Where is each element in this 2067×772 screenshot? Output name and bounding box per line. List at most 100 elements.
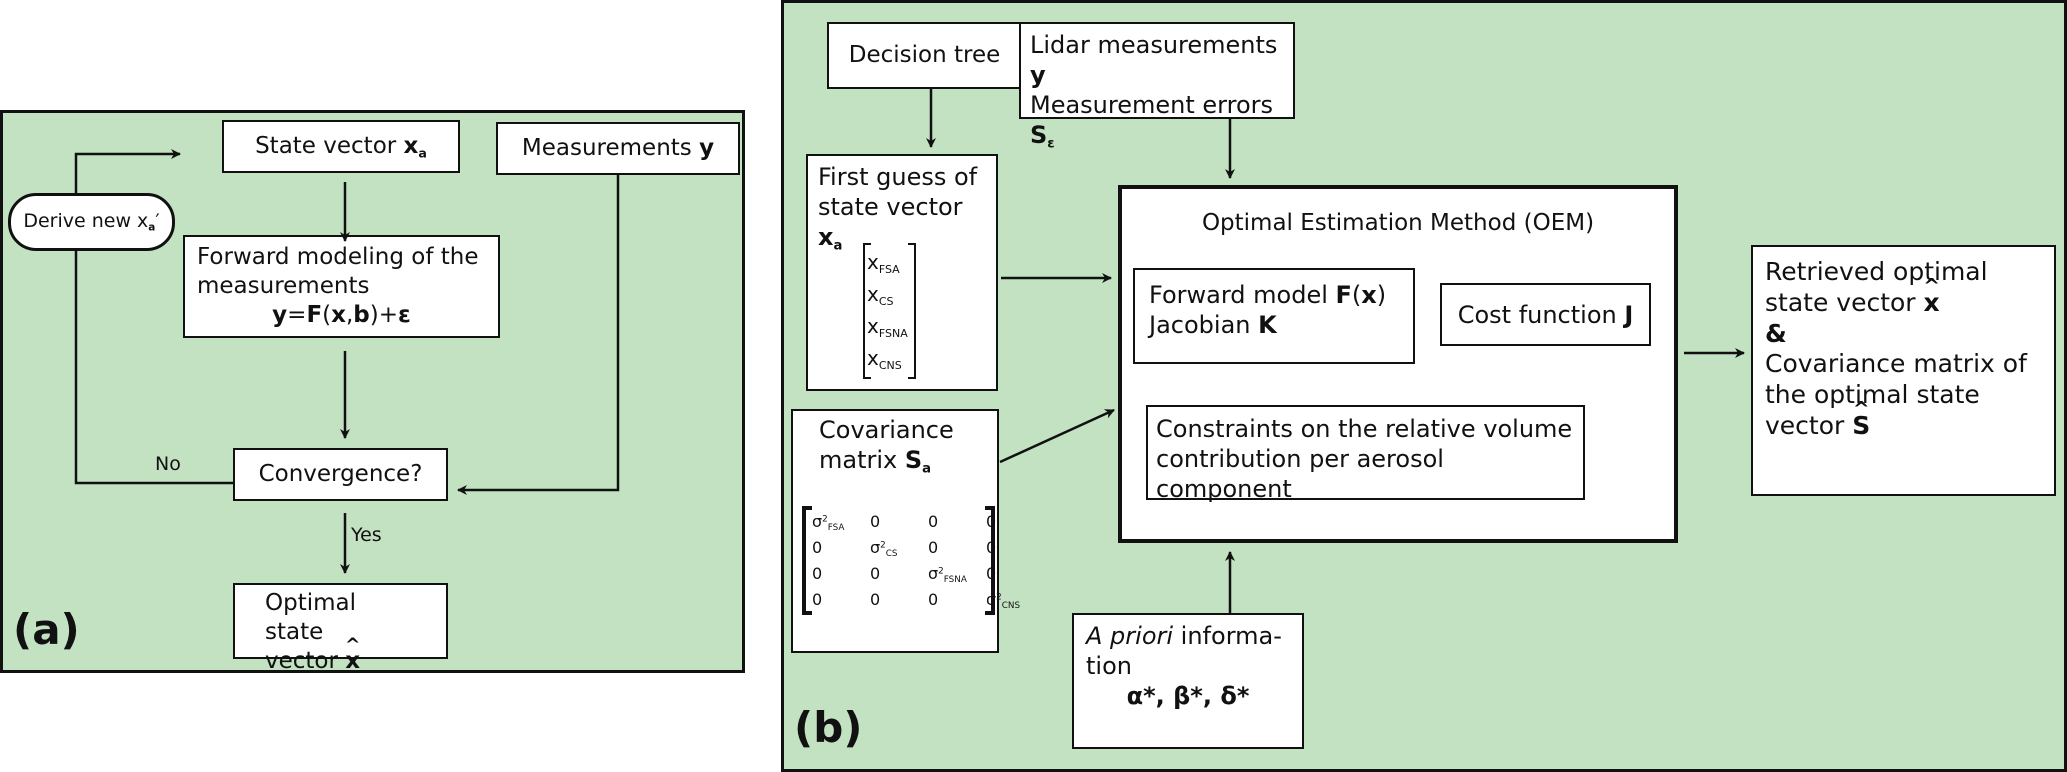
matrix-cell: 0	[870, 563, 881, 583]
yes-label: Yes	[351, 524, 382, 546]
vector-entry: xFSNA	[867, 310, 908, 342]
measurements-box: Measurements y	[496, 122, 740, 175]
vector-entry-subscript: CNS	[878, 358, 902, 372]
cost-function-symbol: J	[1624, 300, 1634, 329]
vector-entry-base: x	[867, 250, 879, 274]
eq-comma: ,	[345, 301, 354, 328]
matrix-row: 0 0 σ2FSNA 0	[812, 560, 1044, 586]
matrix-cell: 0	[928, 589, 939, 609]
vector-entry-subscript: FSA	[878, 262, 900, 276]
derive-new-subscript: a	[148, 221, 156, 234]
retrieved-line3: Covariance matrix of	[1765, 349, 2027, 379]
first-guess-symbol: x	[818, 223, 834, 251]
matrix-cell: σ2FSA	[812, 511, 845, 533]
forward-modeling-box: Forward modeling of the measurements y=F…	[183, 235, 500, 338]
eq-b: b	[353, 301, 370, 328]
derive-new-terminal: Derive new xa′	[8, 193, 175, 251]
a-priori-symbols: α*, β*, δ*	[1126, 682, 1250, 710]
no-label: No	[155, 453, 181, 475]
fm-open: (	[1351, 281, 1362, 309]
first-guess-line2: state vector	[818, 193, 963, 221]
convergence-box: Convergence?	[233, 448, 448, 501]
first-guess-box: First guess of state vector xa	[806, 154, 998, 391]
retrieved-line5: vector	[1765, 410, 1853, 440]
forward-modeling-line1: Forward modeling of the	[197, 244, 479, 270]
lidar-label: Lidar measurements	[1030, 31, 1278, 59]
lidar-measurements-box: Lidar measurements y Measurement errors …	[1019, 22, 1295, 151]
matrix-cell: σ2FSNA	[928, 563, 967, 585]
fm-close: )	[1376, 281, 1387, 309]
measurement-errors-symbol: S	[1030, 121, 1048, 149]
vector-entry: xFSA	[867, 246, 908, 278]
measurement-errors-subscript: ε	[1047, 136, 1055, 152]
matrix-cell: 0	[870, 589, 881, 609]
matrix-cell: σ2CS	[870, 537, 898, 559]
covariance-symbol: S	[904, 446, 923, 474]
eq-equals: =	[287, 301, 307, 328]
eq-y: y	[272, 301, 288, 328]
optimal-state-box: Optimal state vector x	[233, 583, 448, 674]
jacobian-label: Jacobian	[1149, 311, 1259, 339]
forward-modeling-line2: measurements	[197, 272, 370, 299]
retrieved-S-hat: S	[1852, 411, 1870, 442]
matrix-cell: 0	[812, 563, 823, 583]
vector-bracket-right	[908, 243, 916, 379]
vector-entry-base: x	[867, 282, 879, 306]
constraints-line1: Constraints on the relative volume	[1156, 415, 1573, 443]
vector-bracket-left	[863, 243, 871, 379]
cost-function-label: Cost function	[1457, 300, 1625, 329]
covariance-box: Covariance matrix Sa	[791, 409, 999, 653]
covariance-line1: Covariance	[819, 416, 954, 444]
constraints-box: Constraints on the relative volume contr…	[1146, 405, 1585, 503]
matrix-bracket-left	[802, 506, 812, 615]
matrix-row: 0 0 0 σ2CNS	[812, 586, 1044, 612]
retrieved-x-hat: x	[1924, 288, 1940, 319]
oem-title: Optimal Estimation Method (OEM)	[1201, 210, 1595, 236]
forward-model-box: Forward model F(x) Jacobian K	[1133, 268, 1415, 364]
matrix-cell: 0	[928, 511, 939, 531]
derive-new-prime: ′	[155, 210, 160, 233]
vector-entry: xCS	[867, 278, 908, 310]
retrieved-line2: state vector	[1765, 287, 1924, 317]
matrix-cell: 0	[812, 589, 823, 609]
covariance-subscript: a	[922, 461, 932, 477]
eq-open: (	[322, 301, 332, 328]
decision-tree-label: Decision tree	[848, 42, 1001, 69]
matrix-cell: 0	[986, 537, 997, 557]
retrieved-line4: the optimal state	[1765, 380, 1980, 409]
forward-model-F: F	[1335, 281, 1352, 309]
eq-F: F	[306, 301, 323, 328]
a-priori-line2: tion	[1086, 652, 1132, 680]
jacobian-symbol: K	[1258, 311, 1277, 339]
state-vector-label: State vector	[255, 133, 404, 160]
vector-entry-base: x	[867, 314, 879, 338]
cost-function-box: Cost function J	[1440, 283, 1651, 346]
eq-epsilon: ε	[398, 301, 411, 328]
first-guess-line1: First guess of	[818, 163, 978, 191]
constraints-line2: contribution per aerosol component	[1156, 445, 1444, 503]
retrieved-box: Retrieved optimal state vector x & Covar…	[1751, 245, 2056, 496]
decision-tree-box: Decision tree	[827, 22, 1022, 89]
matrix-cell: 0	[986, 563, 997, 583]
panel-a-label: (a)	[13, 605, 80, 654]
matrix-cell: 0	[986, 511, 997, 531]
measurements-label: Measurements	[521, 135, 700, 162]
ampersand: &	[1765, 318, 1787, 348]
derive-new-label: Derive new x	[23, 210, 149, 233]
vector-entry-subscript: CS	[878, 294, 894, 308]
vector-entry-base: x	[867, 346, 879, 370]
eq-close: )+	[369, 301, 399, 328]
state-vector-box: State vector xa	[222, 120, 460, 173]
measurement-errors-label: Measurement errors	[1030, 91, 1273, 119]
matrix-cell: 0	[812, 537, 823, 557]
optimal-state-line1: Optimal state	[265, 590, 357, 645]
state-vector-subscript: a	[418, 145, 427, 161]
matrix-cell: σ2CNS	[986, 589, 1021, 611]
convergence-label: Convergence?	[258, 461, 423, 488]
retrieved-line1: Retrieved optimal	[1765, 257, 1988, 286]
forward-model-equation: y=F(x,b)+ε	[197, 301, 486, 330]
matrix-bracket-right	[985, 506, 995, 615]
